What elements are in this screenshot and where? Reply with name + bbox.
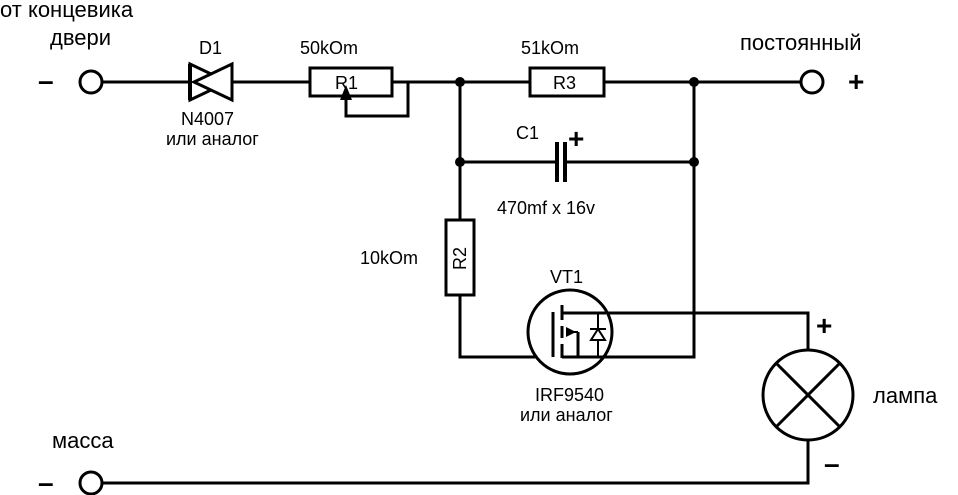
vt1-part: IRF9540 [535, 385, 604, 405]
c1-polarity: + [568, 123, 584, 154]
r2-value: 10kOm [360, 248, 418, 268]
diode-d1 [188, 61, 234, 103]
lamp-cross [774, 361, 842, 429]
junctions [455, 77, 699, 167]
junction-dot [689, 77, 699, 87]
r1-wiper-arrow [340, 85, 352, 100]
wire-r1-wiper [344, 80, 410, 118]
door-switch-label-line2: двери [50, 25, 111, 50]
ground-sign: – [38, 467, 54, 495]
c1-value: 470mf x 16v [497, 198, 595, 218]
wire-drain-lamp [604, 311, 810, 352]
r3-ref: R3 [553, 73, 576, 93]
lamp [761, 348, 855, 442]
lamp-label: лампа [873, 383, 938, 408]
resistor-r1 [308, 66, 394, 98]
mosfet-vt1 [526, 288, 614, 376]
d1-part: N4007 [181, 109, 234, 129]
vt1-arrow [566, 327, 576, 337]
ground-label: масса [52, 428, 114, 453]
door-switch-sign: – [38, 65, 54, 96]
resistor-r3 [528, 66, 606, 98]
r1-ref: R1 [335, 73, 358, 93]
resistor-r2 [444, 218, 476, 297]
door-switch-label-line1: от концевика [0, 0, 134, 22]
vt1-ref: VT1 [550, 267, 583, 287]
wire-ground [101, 438, 810, 485]
wires [101, 80, 810, 485]
lamp-plus: + [816, 310, 832, 341]
terminal-door-switch [78, 69, 104, 95]
r2-ref: R2 [450, 247, 470, 270]
r1-value: 50kOm [300, 38, 358, 58]
d1-ref: D1 [199, 38, 222, 58]
junction-dot [689, 157, 699, 167]
capacitor-c1 [555, 142, 567, 182]
terminal-ground [78, 470, 104, 495]
lamp-minus: – [824, 448, 840, 479]
d1-note: или аналог [166, 129, 259, 149]
constant-label: постоянный [740, 30, 862, 55]
vt1-note: или аналог [520, 405, 613, 425]
c1-ref: C1 [516, 123, 539, 143]
r3-value: 51kOm [521, 38, 579, 58]
diode-d1-body [190, 61, 234, 103]
junction-dot [455, 77, 465, 87]
junction-dot [455, 157, 465, 167]
constant-sign: + [848, 66, 864, 97]
vt1-body-diode [589, 327, 607, 341]
terminal-constant [799, 69, 825, 95]
